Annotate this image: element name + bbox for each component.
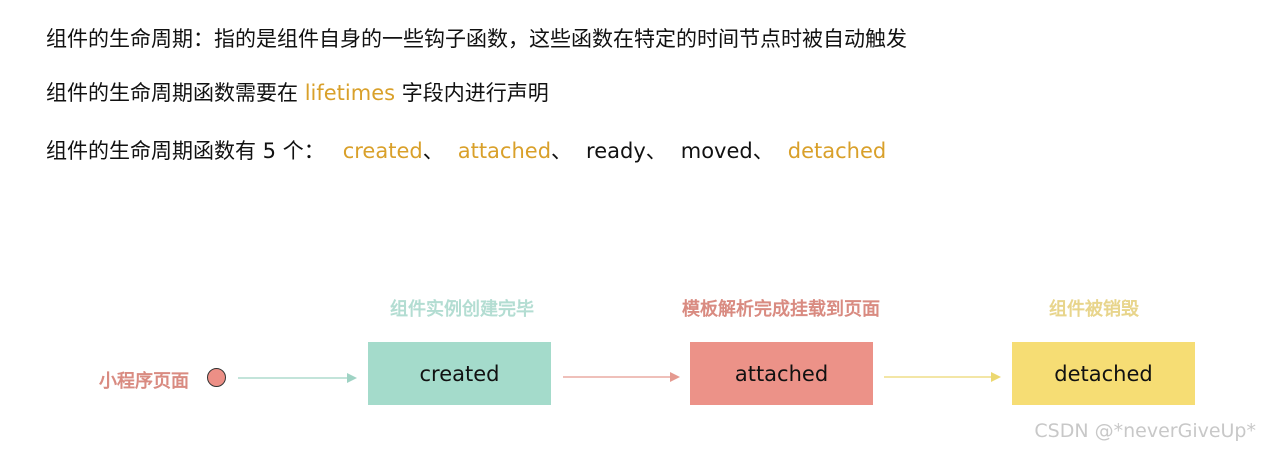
lifetimes-text-after: 字段内进行声明 [401,81,549,105]
attached-stage-title: 模板解析完成挂载到页面 [682,299,880,320]
lifecycle-list-prefix: 组件的生命周期函数有 5 个： [46,139,325,163]
lifetimes-declaration-text: 组件的生命周期函数需要在 lifetimes 字段内进行声明 [46,79,549,107]
arrow-to-created [238,373,357,383]
lifecycle-item-detached: detached [787,139,887,163]
lifecycle-separator: 、 [422,139,444,163]
lifetimes-text-before: 组件的生命周期函数需要在 [46,81,298,105]
detached-stage-title: 组件被销毁 [1049,299,1139,320]
lifecycle-item-moved: moved [680,139,753,163]
detached-stage-box: detached [1012,342,1195,405]
lifecycle-item-attached: attached [457,139,552,163]
csdn-watermark: CSDN @*neverGiveUp* [1034,420,1256,442]
lifecycle-item-ready: ready [586,139,646,163]
created-stage-title: 组件实例创建完毕 [390,299,534,320]
arrow-to-attached [563,372,680,382]
lifecycle-functions-list: 组件的生命周期函数有 5 个：created、attached、ready、mo… [46,137,886,165]
created-stage-label: created [419,361,500,386]
miniprogram-page-label: 小程序页面 [99,371,189,392]
lifecycle-separator: 、 [752,139,774,163]
detached-stage-label: detached [1054,361,1153,386]
attached-stage-box: attached [690,342,873,405]
start-node-dot [207,368,226,387]
lifetimes-keyword: lifetimes [304,81,396,105]
arrow-to-detached [884,372,1001,382]
created-stage-box: created [368,342,551,405]
lifecycle-definition-text: 组件的生命周期：指的是组件自身的一些钩子函数，这些函数在特定的时间节点时被自动触… [46,27,907,51]
attached-stage-label: attached [734,361,829,386]
lifecycle-separator: 、 [551,139,573,163]
lifecycle-separator: 、 [645,139,667,163]
lifecycle-item-created: created [342,139,423,163]
